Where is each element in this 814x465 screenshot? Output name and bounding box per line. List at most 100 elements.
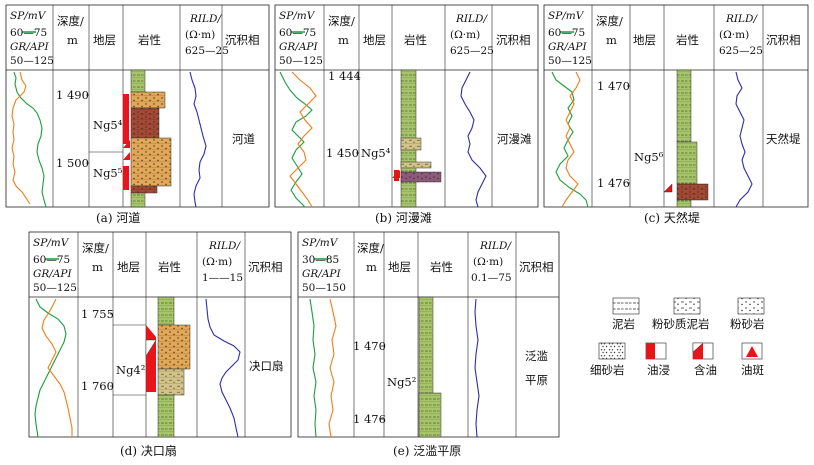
panel-a-lith-siltstone xyxy=(130,91,166,109)
panel-c: SP/mV 60—75 GR/API 50—125 深度/ m 地层 岩性 RI… xyxy=(543,4,809,225)
panel-a-rild-header-2: (Ω·m) xyxy=(185,29,215,41)
panel-d-lithology-header: 岩性 xyxy=(158,260,181,274)
panel-b: SP/mV 60—75 GR/API 50—125 深度/ m 地层 岩性 RI… xyxy=(274,4,539,225)
panel-d-depth-header-1: 深度/ xyxy=(82,241,109,255)
panel-c-facies: 天然堤 xyxy=(766,132,801,146)
panel-b-formation-label: Ng5⁴ xyxy=(361,146,391,160)
panel-e-facies-line-2: 平原 xyxy=(525,373,548,387)
legend-mudstone-swatch xyxy=(612,297,640,315)
panel-d-gr-header: GR/API xyxy=(33,268,72,280)
panel-e-sp-header: SP/mV xyxy=(302,237,339,249)
panel-a-gr-curve xyxy=(11,71,31,205)
panel-d-formation-header: 地层 xyxy=(117,260,140,274)
panel-c-rild-scale: 625—25 xyxy=(719,45,763,57)
panel-a-caption: (a) 河道 xyxy=(96,211,140,225)
panel-b-facies: 河漫滩 xyxy=(497,132,532,146)
panel-e-facies-header: 沉积相 xyxy=(519,260,554,274)
legend-oil-immersed-swatch xyxy=(645,342,667,360)
panel-a-sp-curve xyxy=(13,71,47,208)
panel-a-rild-curve xyxy=(189,71,207,208)
panel-a-lith-brown-sand xyxy=(130,185,158,194)
panel-e-facies-line-1: 泛滥 xyxy=(525,349,548,363)
panel-d-sp-header: SP/mV xyxy=(33,237,70,249)
legend-mudstone-label: 泥岩 xyxy=(612,317,635,331)
panel-b-oil-bearing xyxy=(392,170,400,178)
panel-b-caption: (b) 河漫滩 xyxy=(375,211,432,225)
panel-b-lith-silty-mudstone xyxy=(400,161,432,169)
panel-c-depth-tick-label: 1 476 xyxy=(597,176,630,190)
legend: 泥岩 粉砂质泥岩 粉砂岩 细砂岩 油浸 含油 油斑 xyxy=(590,297,765,377)
panel-a-oil-immersed xyxy=(123,166,129,190)
panel-c-lith-mudstone xyxy=(676,141,698,185)
panel-d-sp-curve xyxy=(34,298,67,438)
panel-a: SP/mV 60—75 GR/API 50—125 深度/ m 地层 岩性 RI… xyxy=(5,4,270,225)
panel-a-formation-label: Ng5⁵ xyxy=(93,166,123,180)
legend-fine-sandstone-swatch xyxy=(598,342,626,360)
panel-a-depth-header-2: m xyxy=(67,33,78,47)
panel-a-lith-mudstone xyxy=(130,69,146,93)
panel-c-gr-header: GR/API xyxy=(548,41,587,53)
panel-c-sp-curve xyxy=(551,71,589,208)
panel-b-sp-curve xyxy=(279,71,313,208)
panel-b-lith-purple-bed xyxy=(400,171,442,183)
legend-silty-mudstone-swatch xyxy=(673,297,701,315)
panel-b-lith-silty-mudstone xyxy=(400,137,422,151)
panel-c-oil-bearing xyxy=(663,183,673,193)
panel-b-rild-curve xyxy=(460,71,487,208)
panel-d-depth-tick-label: 1 755 xyxy=(81,307,114,321)
panel-b-lithology-header: 岩性 xyxy=(404,33,427,47)
panel-c-rild-header-2: (Ω·m) xyxy=(719,29,749,41)
panel-e-formation-header: 地层 xyxy=(388,260,411,274)
panel-d-sp-scale: 60—75 xyxy=(33,254,70,266)
panel-c-facies-header: 沉积相 xyxy=(766,33,801,47)
panel-e-depth-tick-label: 1 476 xyxy=(353,412,386,426)
panel-e-gr-header: GR/API xyxy=(302,268,341,280)
panel-b-rild-scale: 625—25 xyxy=(450,45,494,57)
panel-c-lith-mudstone xyxy=(676,69,692,143)
panel-e-depth-header-2: m xyxy=(366,260,377,274)
panel-c-lith-brown-sand xyxy=(676,183,709,201)
panel-e-gr-scale: 50—150 xyxy=(302,282,346,294)
panel-b-gr-header: GR/API xyxy=(279,41,318,53)
panel-d-lith-siltstone xyxy=(157,324,191,370)
panel-a-facies: 河道 xyxy=(232,132,255,146)
panel-b-gr-curve xyxy=(289,71,317,208)
panel-c-sp-scale: 60—75 xyxy=(548,27,585,39)
panel-b-sp-scale: 60—75 xyxy=(279,27,316,39)
panel-a-oil-bearing xyxy=(123,152,130,160)
panel-d-facies-header: 沉积相 xyxy=(248,260,283,274)
panel-c-frame xyxy=(543,4,809,208)
panel-d: SP/mV 60—75 GR/API 50—125 深度/ m 地层 岩性 RI… xyxy=(28,231,292,458)
panel-b-depth-tick-label: 1 444 xyxy=(328,69,361,83)
panel-e-gr-curve xyxy=(328,298,337,438)
panel-a-lith-siltstone xyxy=(130,137,172,187)
panel-e-rild-header-1: RILD/ xyxy=(479,240,512,252)
panel-d-facies: 决口扇 xyxy=(249,359,284,373)
panel-a-gr-scale: 50—125 xyxy=(10,55,54,67)
panel-b-facies-header: 沉积相 xyxy=(496,33,531,47)
panel-c-depth-header-1: 深度/ xyxy=(596,14,623,28)
panel-a-facies-header: 沉积相 xyxy=(225,33,260,47)
panel-d-oil-bearing-white xyxy=(145,339,157,357)
panel-e-sp-curve xyxy=(309,298,317,438)
panel-d-caption: (d) 决口扇 xyxy=(120,443,177,458)
panel-d-gr-scale: 50—125 xyxy=(33,282,77,294)
legend-siltstone-label: 粉砂岩 xyxy=(730,317,765,331)
panel-a-rild-header-1: RILD/ xyxy=(189,13,222,25)
panel-a-oil-bearing xyxy=(123,140,130,148)
legend-silty-mudstone-label: 粉砂质泥岩 xyxy=(652,317,710,331)
panel-b-sp-header: SP/mV xyxy=(279,10,316,22)
panel-c-rild-header-1: RILD/ xyxy=(725,13,758,25)
panel-c-rild-curve xyxy=(735,71,753,208)
panel-b-gr-scale: 50—125 xyxy=(279,55,323,67)
legend-oil-spot-swatch xyxy=(741,342,763,360)
panel-d-lith-mudstone xyxy=(157,394,175,438)
legend-oil-immersed-label: 油浸 xyxy=(647,363,670,377)
panel-a-lithology-header: 岩性 xyxy=(138,33,161,47)
panel-a-lith-mudstone xyxy=(130,192,146,208)
panel-a-rild-scale: 625—25 xyxy=(185,45,229,57)
panel-d-rild-curve xyxy=(205,298,241,438)
panel-a-formation-header: 地层 xyxy=(93,33,116,47)
panel-b-depth-header-2: m xyxy=(338,33,349,47)
